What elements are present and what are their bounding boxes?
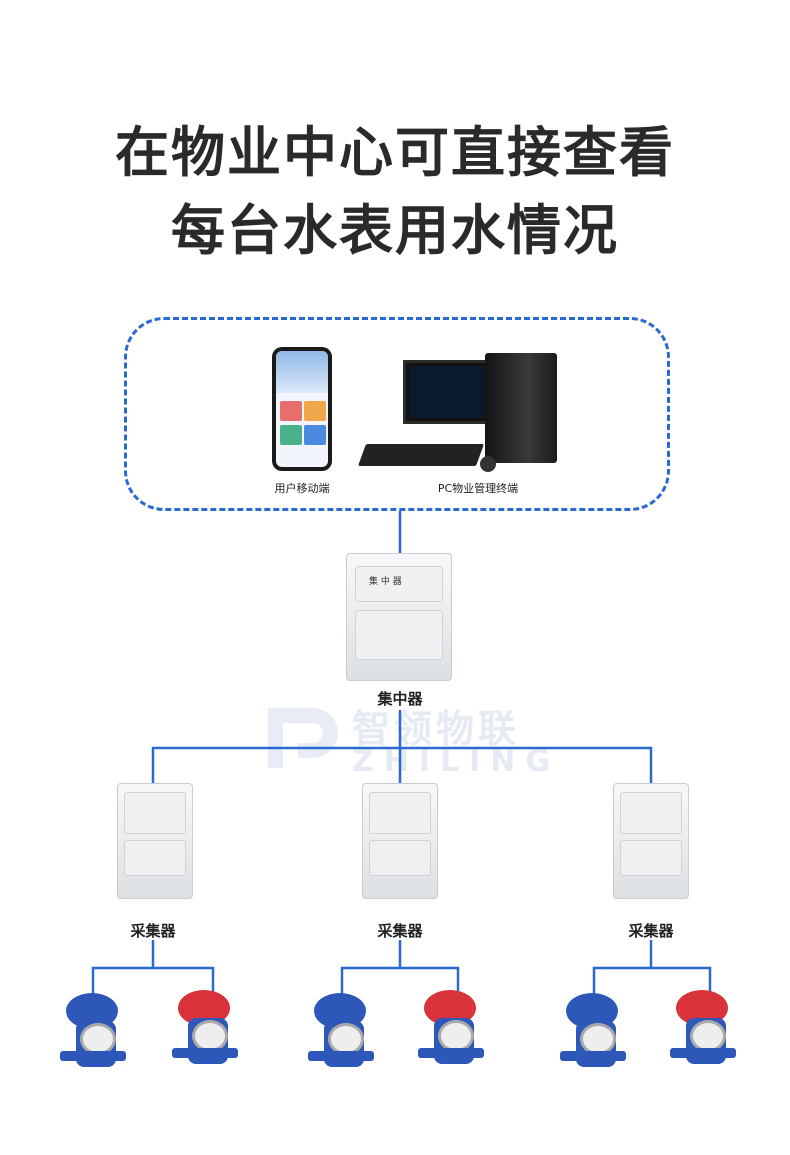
water-meter-red-image (414, 990, 488, 1070)
terminal-group-box (124, 317, 670, 511)
collector-label: 采集器 (130, 920, 175, 941)
concentrator-label: 集中器 (377, 688, 422, 709)
mobile-phone-image (272, 347, 332, 471)
water-meter-red-image (168, 990, 242, 1070)
concentrator-device-text: 集 中 器 (369, 574, 402, 587)
keyboard-image (358, 444, 484, 466)
water-meter-blue-image (556, 993, 630, 1073)
mobile-label: 用户移动端 (275, 480, 330, 496)
pc-monitor-image (403, 360, 491, 424)
pc-tower-image (485, 353, 557, 463)
water-meter-red-image (666, 990, 740, 1070)
collector-label: 采集器 (377, 920, 422, 941)
water-meter-blue-image (304, 993, 378, 1073)
concentrator-image: 集 中 器 (346, 553, 452, 681)
collector-label: 采集器 (628, 920, 673, 941)
collector-image (362, 783, 438, 899)
mouse-image (480, 456, 496, 472)
collector-image (117, 783, 193, 899)
collector-image (613, 783, 689, 899)
pc-label: PC物业管理终端 (438, 480, 518, 496)
water-meter-blue-image (56, 993, 130, 1073)
